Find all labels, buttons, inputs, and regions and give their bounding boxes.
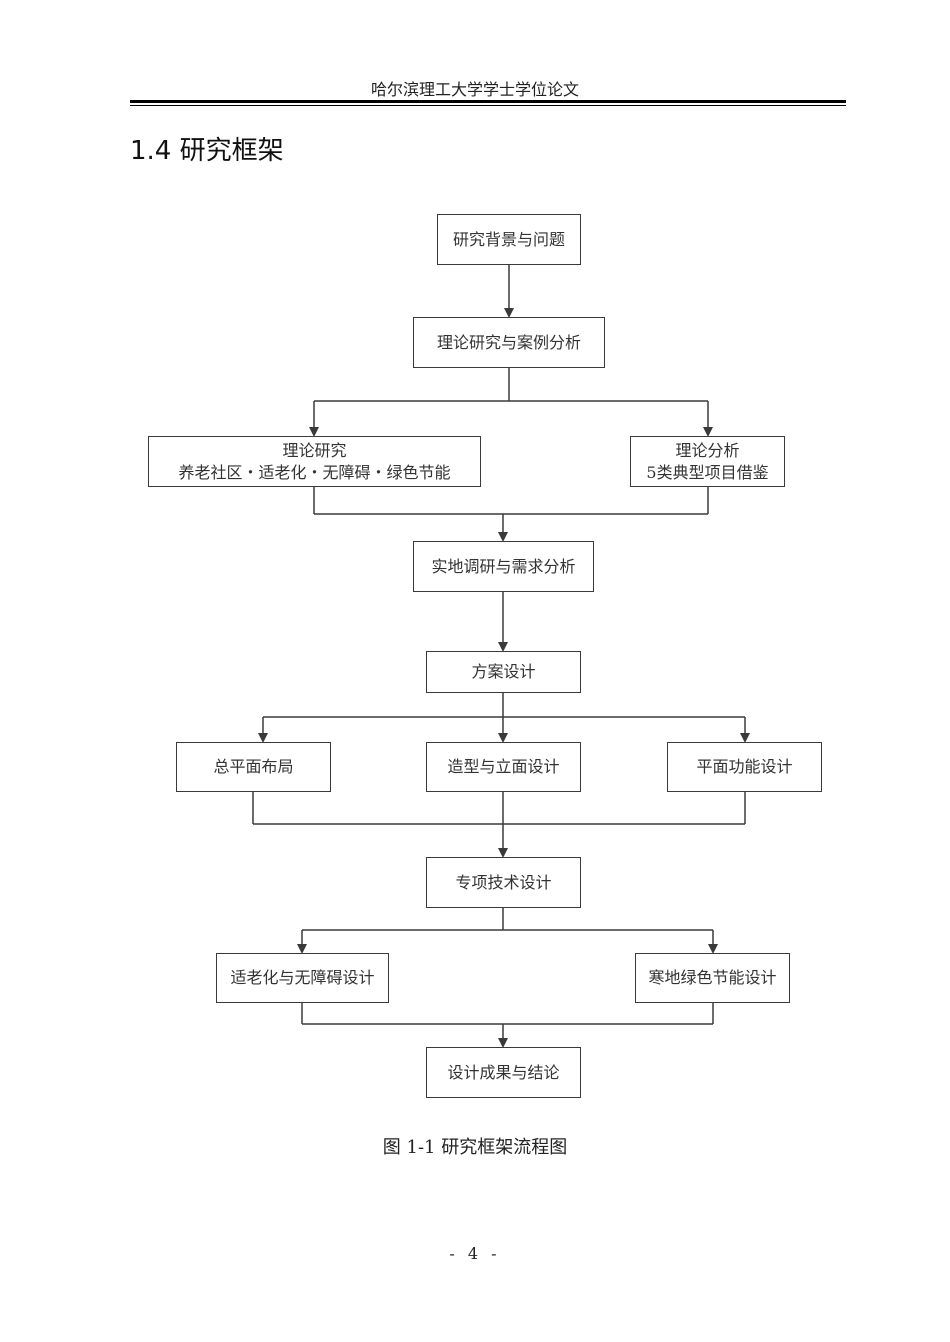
node-label: 研究背景与问题 [452,229,565,249]
node-label-line1: 理论分析 [675,440,740,460]
node-label-line1: 理论研究 [282,440,347,460]
node-label: 理论研究与案例分析 [436,332,581,352]
node-theory-research: 理论研究 养老社区・适老化・无障碍・绿色节能 [148,436,481,487]
node-label: 适老化与无障碍设计 [230,968,375,987]
node-site-plan: 总平面布局 [176,742,331,792]
node-label: 方案设计 [471,662,536,681]
node-label: 平面功能设计 [696,757,793,776]
page-number: - 4 - [449,1244,501,1263]
node-label-line2: 养老社区・适老化・无障碍・绿色节能 [178,462,451,482]
node-research-background: 研究背景与问题 [437,214,581,265]
node-results: 设计成果与结论 [426,1047,581,1098]
node-aging-accessible: 适老化与无障碍设计 [216,953,389,1003]
header-rule-thin [130,105,846,106]
node-theory-analysis: 理论分析 5类典型项目借鉴 [630,436,785,487]
figure-caption: 图 1-1 研究框架流程图 [382,1137,568,1158]
node-label: 总平面布局 [213,757,294,776]
node-scheme-design: 方案设计 [426,651,581,693]
node-theory-case-analysis: 理论研究与案例分析 [413,317,605,368]
node-field-survey: 实地调研与需求分析 [413,541,594,592]
node-label: 设计成果与结论 [447,1062,560,1082]
node-label-line2: 5类典型项目借鉴 [646,462,769,482]
node-label: 实地调研与需求分析 [431,556,576,576]
node-label: 专项技术设计 [455,872,552,892]
node-special-tech: 专项技术设计 [426,857,581,908]
node-label: 寒地绿色节能设计 [648,968,777,987]
node-form-elevation: 造型与立面设计 [426,742,581,792]
header-rule-thick [130,100,846,103]
section-title: 1.4 研究框架 [130,136,284,166]
node-cold-energy: 寒地绿色节能设计 [635,953,790,1003]
node-label: 造型与立面设计 [447,757,560,776]
node-floor-plan: 平面功能设计 [667,742,822,792]
running-header: 哈尔滨理工大学学士学位论文 [370,80,579,99]
